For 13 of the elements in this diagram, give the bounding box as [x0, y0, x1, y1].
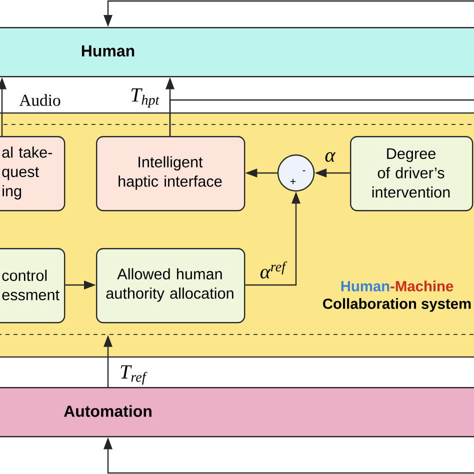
- process-box: al take- quest ing: [0, 136, 66, 212]
- process-box: Intelligent haptic interface: [96, 136, 246, 212]
- edge-label: T$_{ref}$: [120, 365, 148, 385]
- summing-junction: + -: [277, 154, 315, 192]
- edge-label: Audio: [19, 94, 60, 106]
- edge-label: α$^{ref}$: [260, 262, 288, 279]
- edge-label: T$_{hpt}$: [131, 88, 160, 108]
- band: Automation: [0, 387, 474, 438]
- edge-label: α: [325, 152, 336, 162]
- process-box: control essment: [0, 248, 66, 324]
- process-box: Allowed human authority allocation: [96, 248, 246, 324]
- band: Human: [0, 27, 474, 78]
- process-box: Degree of driver’s intervention: [350, 136, 474, 212]
